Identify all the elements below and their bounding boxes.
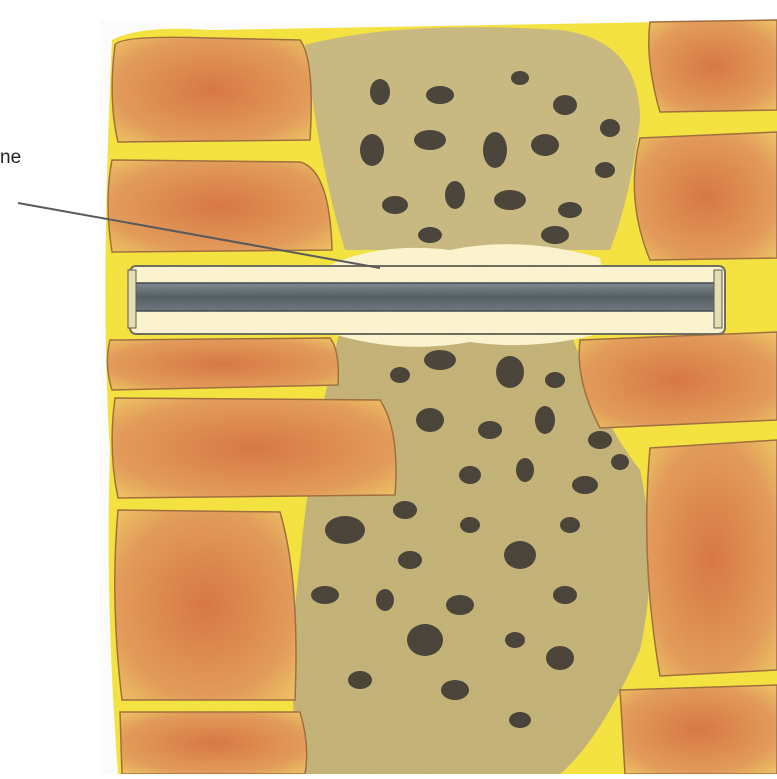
annotation-label: ne [0,147,21,169]
